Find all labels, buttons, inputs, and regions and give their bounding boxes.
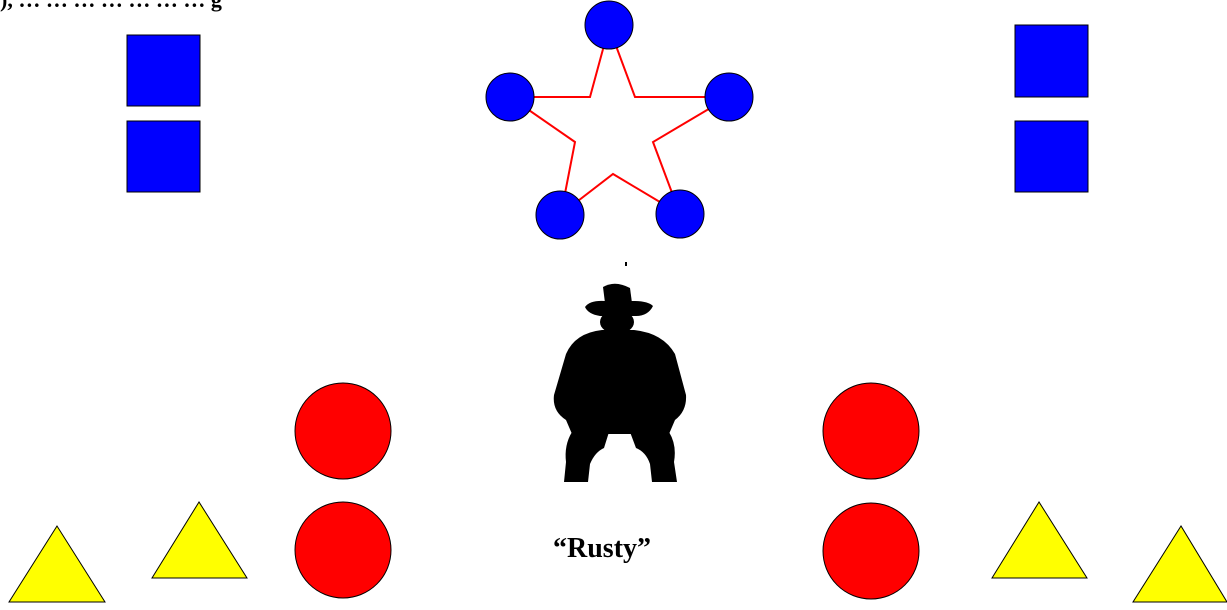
red-circle-icon <box>294 382 392 480</box>
yellow-triangle-icon <box>1132 525 1227 603</box>
left-triangles <box>8 501 248 603</box>
red-circle-icon <box>822 382 920 480</box>
star-node-icon <box>535 190 585 240</box>
blue-square-icon <box>1014 120 1089 193</box>
heading-text: ), … … … … … … … g <box>0 0 222 13</box>
red-circle-icon <box>294 501 392 599</box>
star-outline <box>506 26 733 217</box>
right-circle-stack <box>822 382 920 600</box>
figure-caption: “Rusty” <box>553 533 652 564</box>
silhouette-figure-icon <box>553 283 687 482</box>
red-circle-icon <box>822 502 920 600</box>
left-square-stack <box>126 34 201 193</box>
yellow-triangle-icon <box>8 525 106 603</box>
star-node-icon <box>584 0 634 50</box>
yellow-triangle-icon <box>991 501 1088 579</box>
yellow-triangle-icon <box>151 501 248 579</box>
blue-square-icon <box>1014 24 1089 98</box>
blue-square-icon <box>126 120 201 193</box>
small-mark <box>625 262 627 266</box>
left-circle-stack <box>294 382 392 599</box>
right-square-stack <box>1014 24 1089 193</box>
star-node-icon <box>485 72 535 122</box>
right-triangles <box>991 501 1227 603</box>
star-node-icon <box>704 72 754 122</box>
star-formation-icon <box>485 0 754 240</box>
star-node-icon <box>655 189 705 239</box>
blue-square-icon <box>126 34 201 107</box>
